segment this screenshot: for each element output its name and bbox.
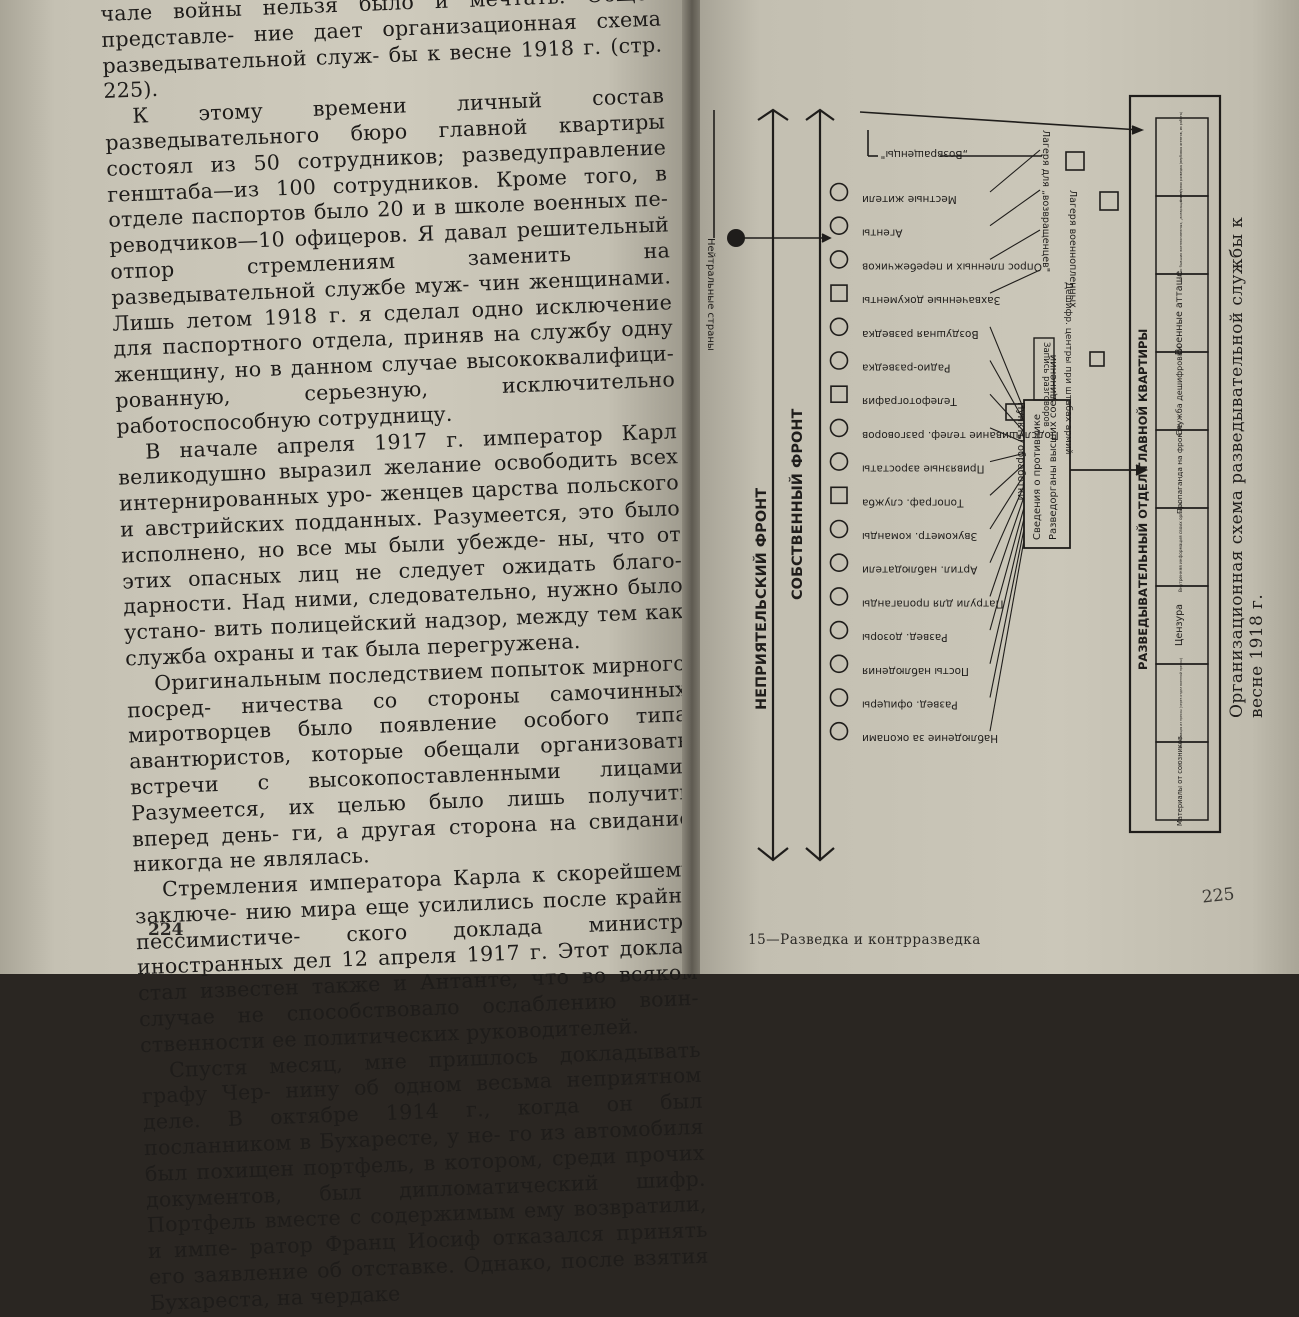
source-label: Телефотография [862,395,958,407]
source-label: Воздушная разведка [862,328,979,340]
source-marker-icon [830,385,848,404]
hq-unit-label: Агентурная разведка (вербовка агентов, и… [1179,112,1183,202]
source-marker-icon [829,688,849,707]
source-label: Опрос пленных и перебежчиков [862,260,1042,272]
source-marker-icon [829,351,849,370]
source-label: Посты наблюдения [862,665,969,677]
source-marker-icon [829,182,849,202]
source-connector-line [989,485,1025,563]
front-lines [757,108,835,862]
hq-unit-label: Военные атташе [1174,271,1185,355]
neutral-countries-label: Нейтральные страны [705,238,716,351]
org-diagram: НЕПРИЯТЕЛЬСКИЙ ФРОНТ СОБСТВЕННЫЙ ФРОНТ Н… [705,94,1222,862]
source-label: Развед. дозоры [862,631,948,643]
own-front-label: СОБСТВЕННЫЙ ФРОНТ [789,409,806,600]
camps-returnees-label: Лагеря для „возвращенцев" [1040,130,1051,272]
source-connectors [989,149,1041,732]
source-label: Радио-разведка [862,362,950,374]
hq-unit-label: Материалы от союзников [1176,736,1184,826]
higher-formation-label: Разведорганы высших соединений [1048,355,1059,540]
book-gutter [682,0,704,974]
source-marker-icon [829,452,849,471]
source-connector-line [989,518,1025,664]
source-marker-icon [829,654,849,674]
hq-unit-label: Служба дешифровки [1175,346,1184,436]
source-label: Захваченные документы [862,294,1000,306]
source-connector-line [989,529,1025,698]
paragraph: Спустя месяц, мне пришлось докладывать г… [141,1037,710,1316]
enemy-info-label: Сведения о противнике [1032,414,1043,540]
source-label: Подслушивание телеф. разговоров [862,429,1059,441]
hq-department-title: РАЗВЕДЫВАТЕЛЬНЫЙ ОТДЕЛ ГЛАВНОЙ КВАРТИРЫ [1135,329,1150,670]
left-page: чале войны нельзя было и мечтать. Общее … [0,0,709,1315]
source-label: Привязные аэростаты [862,463,984,475]
source-connector-line [989,463,1025,496]
source-label: Агенты [862,227,902,239]
source-connector-line [989,393,1025,433]
source-connector-line [989,360,1025,422]
camps-pow-label: Лагеря военнопленных [1067,190,1078,308]
source-marker-icon [830,486,848,505]
source-connector-line [989,269,1041,294]
neutral-countries-node [727,229,745,247]
source-connector-line [989,452,1025,463]
source-marker-icon [829,317,849,337]
source-label: Топограф. служба [862,496,964,508]
source-marker-icon [829,587,849,606]
source-connector-line [989,474,1025,530]
source-label: Артил. наблюдатели [862,564,977,576]
source-label: Местные жители [862,193,957,205]
processing-points-label: Пункты обработки [1015,402,1026,500]
hq-units: Агентурная разведка (вербовка агентов, и… [1155,112,1209,826]
footer-signature: 15—Разведка и контрразведка [748,932,981,948]
enemy-front-label: НЕПРИЯТЕЛЬСКИЙ ФРОНТ [753,488,770,710]
source-connector-line [989,326,1025,411]
source-connector-line [989,149,1041,193]
source-marker-icon [830,284,848,302]
returnees-label: „Возвращенцы" [881,148,968,160]
source-label: Развед. офицеры [862,699,958,711]
source-connector-line [989,427,1025,444]
page-number-right: 225 [1201,884,1236,908]
source-marker-icon [829,721,849,741]
camps-pow-box [1099,191,1119,211]
hq-unit-label: Внутренняя информация своих органов [1178,502,1184,592]
source-marker-icon [829,620,849,640]
source-marker-icon [829,418,849,438]
hq-unit-label: Пропаганда на фронте [1175,424,1184,514]
conversation-recording-label: Запись разговоров [1041,342,1051,427]
decipher-box [1089,351,1105,367]
higher-to-hq-arrow [1070,464,1149,476]
hq-unit-label: Опрос бывших военнопленных, „возвращенце… [1179,190,1183,280]
source-marker-icon [829,553,849,573]
hq-unit-label: Информация из прессы (через отдел военно… [1179,658,1183,748]
source-label: Звукометр. команды [862,530,977,542]
source-marker-icon [829,216,849,235]
source-label: Наблюдение за окопами [862,732,998,744]
higher-formation-box [1023,399,1071,549]
camps-returnees-box [1065,151,1085,171]
neutral-countries-line [713,110,832,243]
diagram-caption: Организационная схема разведывательной с… [1227,216,1267,718]
hq-unit-cell [1155,741,1209,821]
hq-outer-box [1128,94,1222,834]
decipher-label: Дешифр. центры при штабах армий [1063,282,1073,455]
hq-unit-label: Цензура [1174,604,1185,646]
page-number-left: 224 [148,920,184,940]
returnees-line [859,111,1145,157]
source-connector-line [989,229,1041,260]
source-connector-line [989,539,1025,732]
source-connector-line [989,189,1041,227]
source-marker-icon [829,250,849,269]
source-marker-icon [829,519,849,539]
source-connector-line [989,507,1025,631]
source-connector-line [989,496,1025,597]
source-label: Патрули для пропаганды [862,597,1003,609]
